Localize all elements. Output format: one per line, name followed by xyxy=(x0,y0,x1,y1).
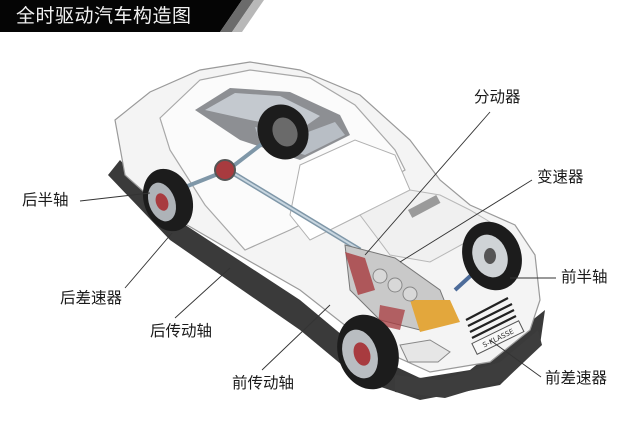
leader-rear-differential xyxy=(124,232,173,289)
leader-transfer-case xyxy=(364,111,491,256)
leader-transmission xyxy=(399,179,533,263)
title-bar: 全时驱动汽车构造图 xyxy=(0,0,640,32)
front-grille xyxy=(465,297,517,339)
title-bar-background xyxy=(0,0,264,32)
label-transfer-case: 分动器 xyxy=(474,88,521,106)
hood-vent xyxy=(407,194,441,218)
front-left-wheel xyxy=(337,314,399,390)
leader-rear-driveshaft xyxy=(174,267,231,319)
label-front-driveshaft: 前传动轴 xyxy=(232,374,295,392)
leader-front-differential xyxy=(489,339,542,378)
label-rear-half-shaft: 后半轴 xyxy=(22,191,69,209)
leader-lines xyxy=(79,111,556,378)
label-front-differential: 前差速器 xyxy=(545,369,608,387)
front-bumper xyxy=(395,330,542,398)
leader-front-driveshaft xyxy=(261,304,331,371)
label-rear-differential: 后差速器 xyxy=(60,289,123,307)
rear-differential-unit xyxy=(214,159,236,181)
label-front-half-shaft: 前半轴 xyxy=(561,268,608,286)
rear-right-wheel xyxy=(257,104,309,160)
page-title: 全时驱动汽车构造图 xyxy=(16,5,192,27)
label-transmission: 变速器 xyxy=(537,168,584,186)
rear-left-wheel xyxy=(142,168,194,232)
headlight xyxy=(399,339,451,363)
leader-rear-half-shaft xyxy=(79,192,151,202)
front-right-wheel xyxy=(462,221,522,291)
label-rear-driveshaft: 后传动轴 xyxy=(150,322,213,340)
engine-block xyxy=(344,244,460,332)
